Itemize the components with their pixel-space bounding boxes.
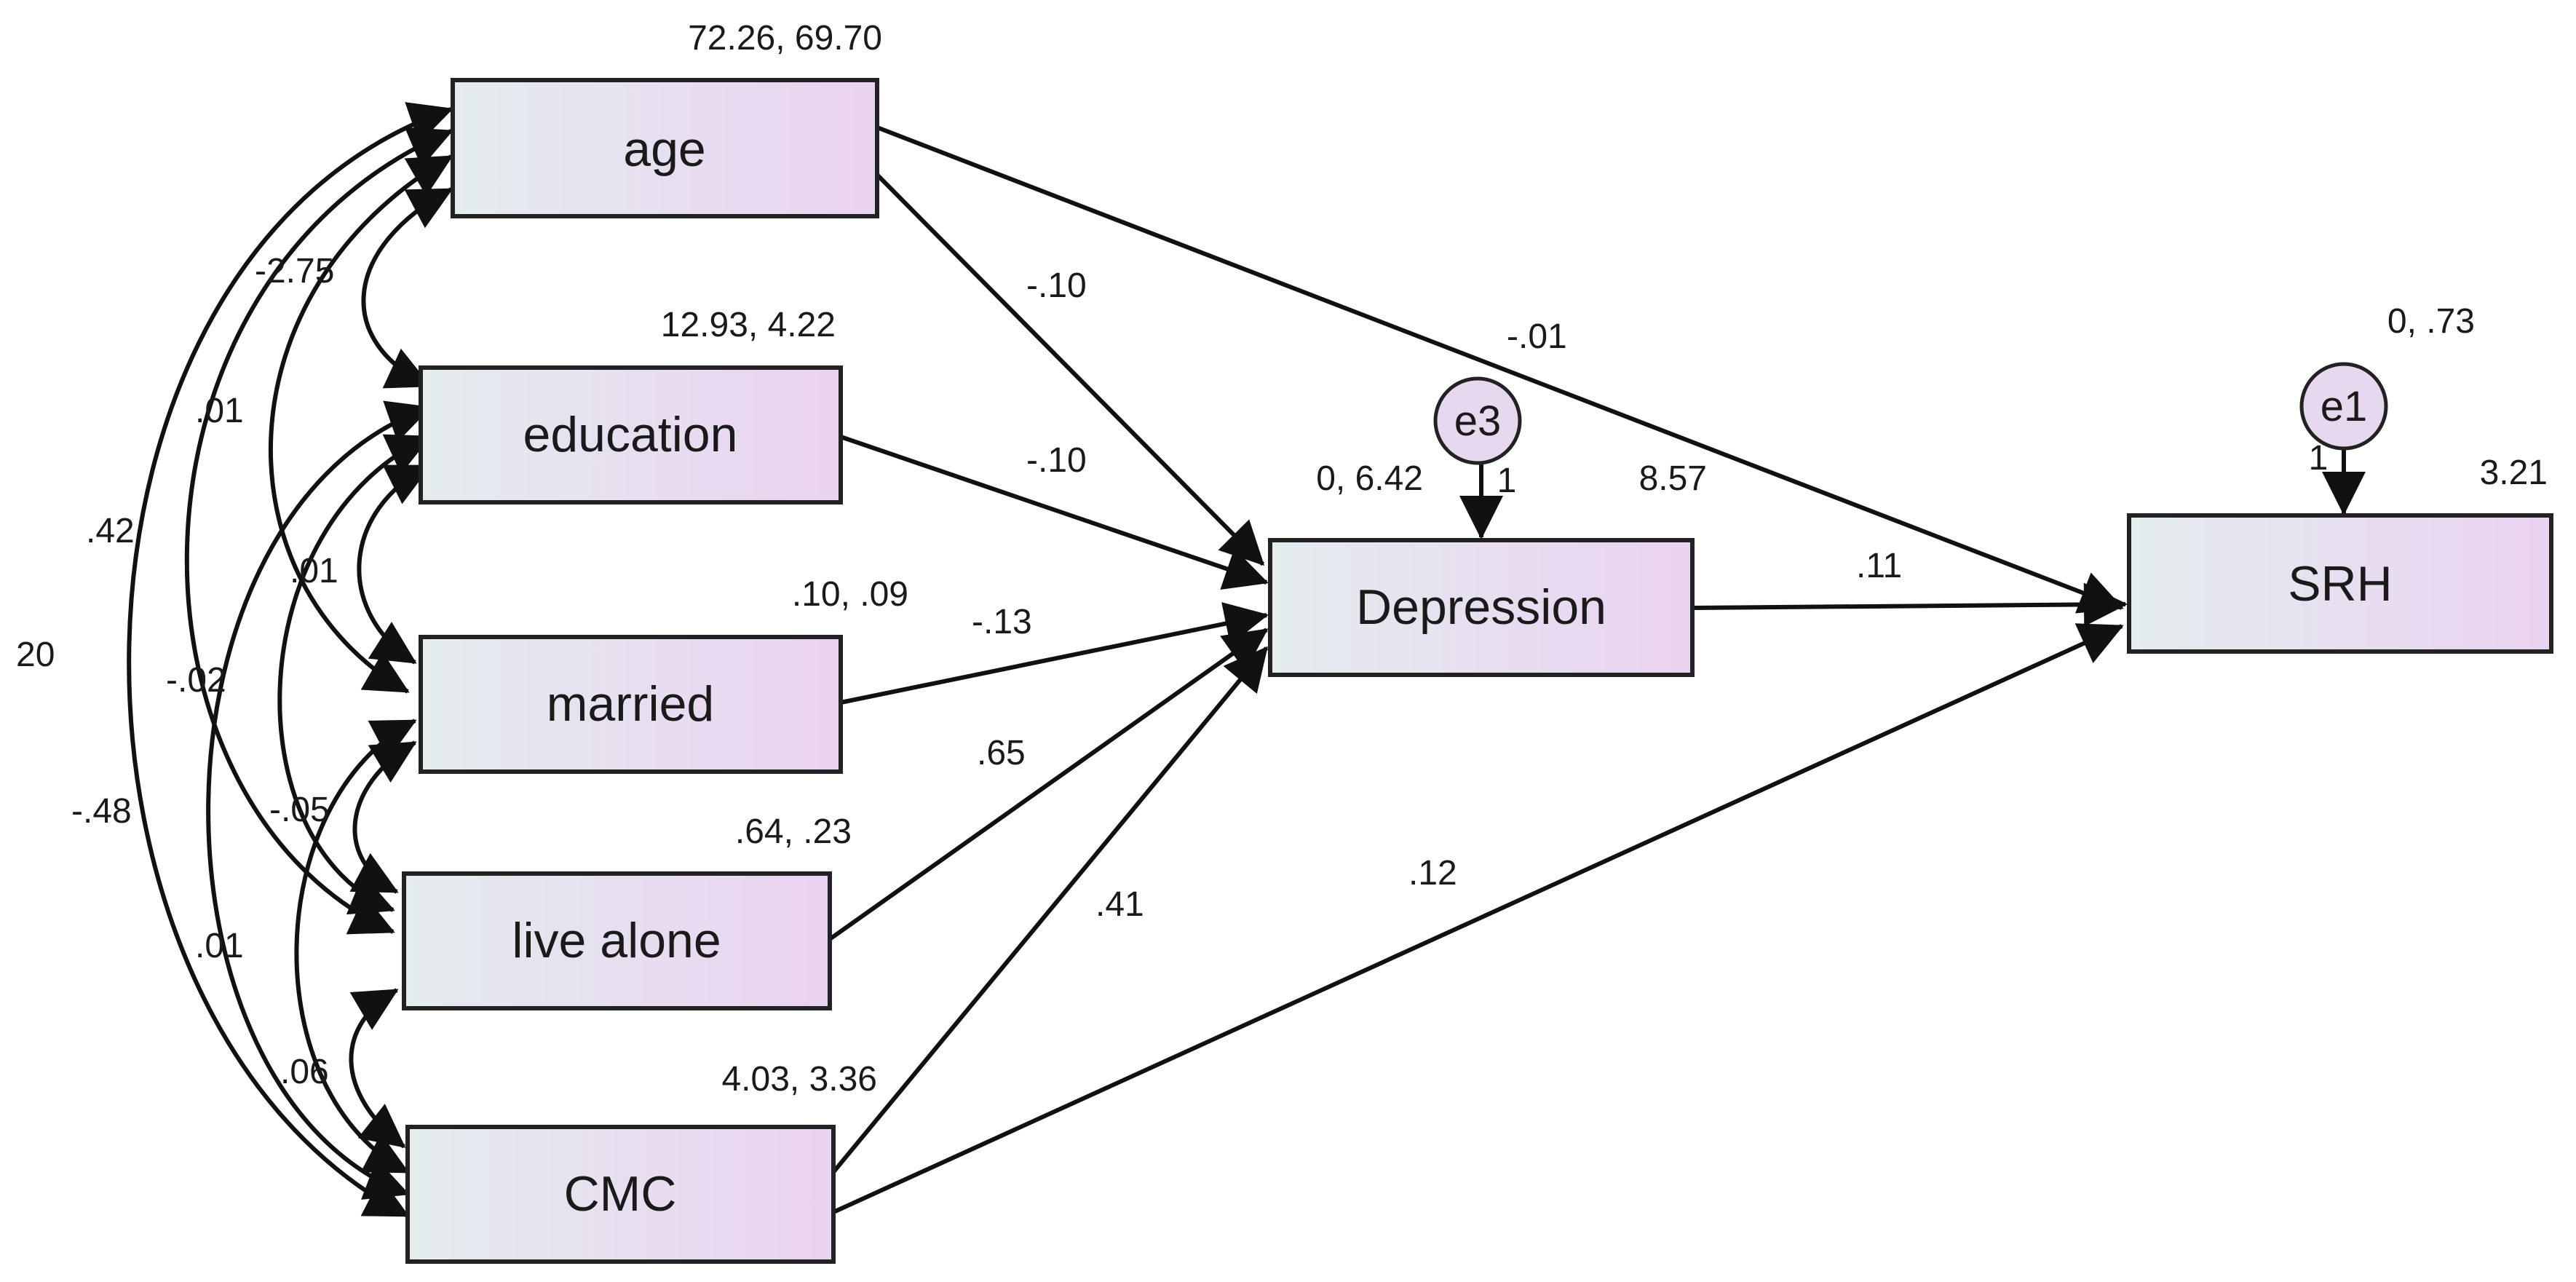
cov-arc-education-cmc (206, 400, 432, 1200)
node-married: married .10, .09 (419, 575, 908, 774)
path-depression-srh (1692, 582, 2128, 627)
node-srh: SRH 3.21 (2127, 454, 2553, 654)
node-srh-label: SRH (2288, 556, 2393, 612)
path-labels: -.10 -.01 -.10 -.13 .65 .41 .12 .11 (972, 266, 1902, 924)
error-e1-estimate: 0, .73 (2387, 302, 2475, 341)
node-married-estimate: .10, .09 (792, 575, 908, 614)
error-e3: e3 1 (1433, 376, 1522, 500)
node-live-alone-estimate: .64, .23 (735, 812, 852, 851)
node-age: age 72.26, 69.70 (451, 19, 882, 218)
label-education-married: .01 (290, 552, 338, 590)
label-married-depression: -.13 (972, 603, 1032, 641)
node-depression: Depression 0, 6.42 8.57 (1268, 459, 1707, 677)
node-married-label: married (547, 676, 715, 732)
label-cmc-srh: .12 (1408, 854, 1457, 893)
node-srh-estimate: 3.21 (2480, 454, 2548, 492)
label-age-married: .01 (195, 392, 244, 430)
label-age-srh: -.01 (1507, 317, 1567, 356)
cov-arc-married-live-alone (349, 740, 417, 894)
cov-arc-age-live-alone (184, 127, 453, 935)
cov-arc-married-cmc (294, 719, 417, 1174)
path-live-alone-depression (828, 628, 1269, 941)
label-live-alone-cmc: .06 (280, 1053, 329, 1091)
cov-arc-age-cmc (127, 102, 453, 1218)
node-cmc: CMC 4.03, 3.36 (405, 1060, 877, 1264)
cov-arc-age-married (269, 154, 453, 694)
node-education-estimate: 12.93, 4.22 (661, 306, 836, 344)
error-e1-label: e1 (2321, 383, 2368, 430)
cov-arc-live-alone-cmc (349, 988, 406, 1149)
error-e1: e1 1 0, .73 (2299, 302, 2475, 478)
error-e3-weight: 1 (1497, 462, 1517, 500)
node-age-label: age (623, 122, 705, 177)
cov-arc-education-live-alone (277, 434, 432, 915)
label-live-alone-depression: .65 (977, 734, 1026, 772)
node-depression-label: Depression (1356, 579, 1606, 635)
node-cmc-estimate: 4.03, 3.36 (721, 1060, 877, 1099)
error-e3-label: e3 (1454, 397, 1502, 445)
label-depression-srh: .11 (1856, 547, 1902, 585)
label-education-live-alone: -.02 (166, 661, 226, 700)
path-cmc-srh (832, 623, 2124, 1214)
label-education-depression: -.10 (1026, 441, 1087, 480)
covariance-labels: -2.75 .01 .42 20 .01 -.02 -.48 -.05 .01 … (16, 252, 338, 1091)
node-age-estimate: 72.26, 69.70 (688, 19, 882, 58)
label-age-live-alone: .42 (86, 512, 135, 550)
label-married-live-alone: -.05 (269, 791, 330, 829)
path-cmc-depression (831, 646, 1269, 1174)
node-depression-estimate-right: 8.57 (1639, 459, 1707, 498)
path-age-depression (875, 173, 1265, 566)
label-cmc-depression: .41 (1095, 885, 1144, 924)
node-live-alone: live alone .64, .23 (402, 812, 852, 1010)
label-age-education: -2.75 (255, 252, 334, 290)
path-education-depression (840, 435, 1269, 590)
node-live-alone-label: live alone (512, 913, 721, 968)
label-married-cmc: .01 (195, 927, 244, 965)
covariance-arcs (127, 102, 453, 1218)
label-age-cmc: 20 (16, 636, 55, 674)
label-education-cmc: -.48 (71, 792, 132, 831)
cov-arc-age-education (361, 187, 453, 389)
path-age-srh (876, 125, 2124, 614)
node-cmc-label: CMC (564, 1166, 677, 1222)
regression-paths (828, 125, 2366, 1214)
cov-arc-education-married (357, 464, 432, 665)
error-e1-weight: 1 (2309, 439, 2329, 478)
node-depression-estimate-left: 0, 6.42 (1316, 459, 1423, 498)
node-education-label: education (523, 407, 738, 462)
label-age-depression: -.10 (1026, 266, 1087, 305)
path-married-depression (840, 602, 1269, 705)
node-education: education 12.93, 4.22 (419, 306, 843, 505)
